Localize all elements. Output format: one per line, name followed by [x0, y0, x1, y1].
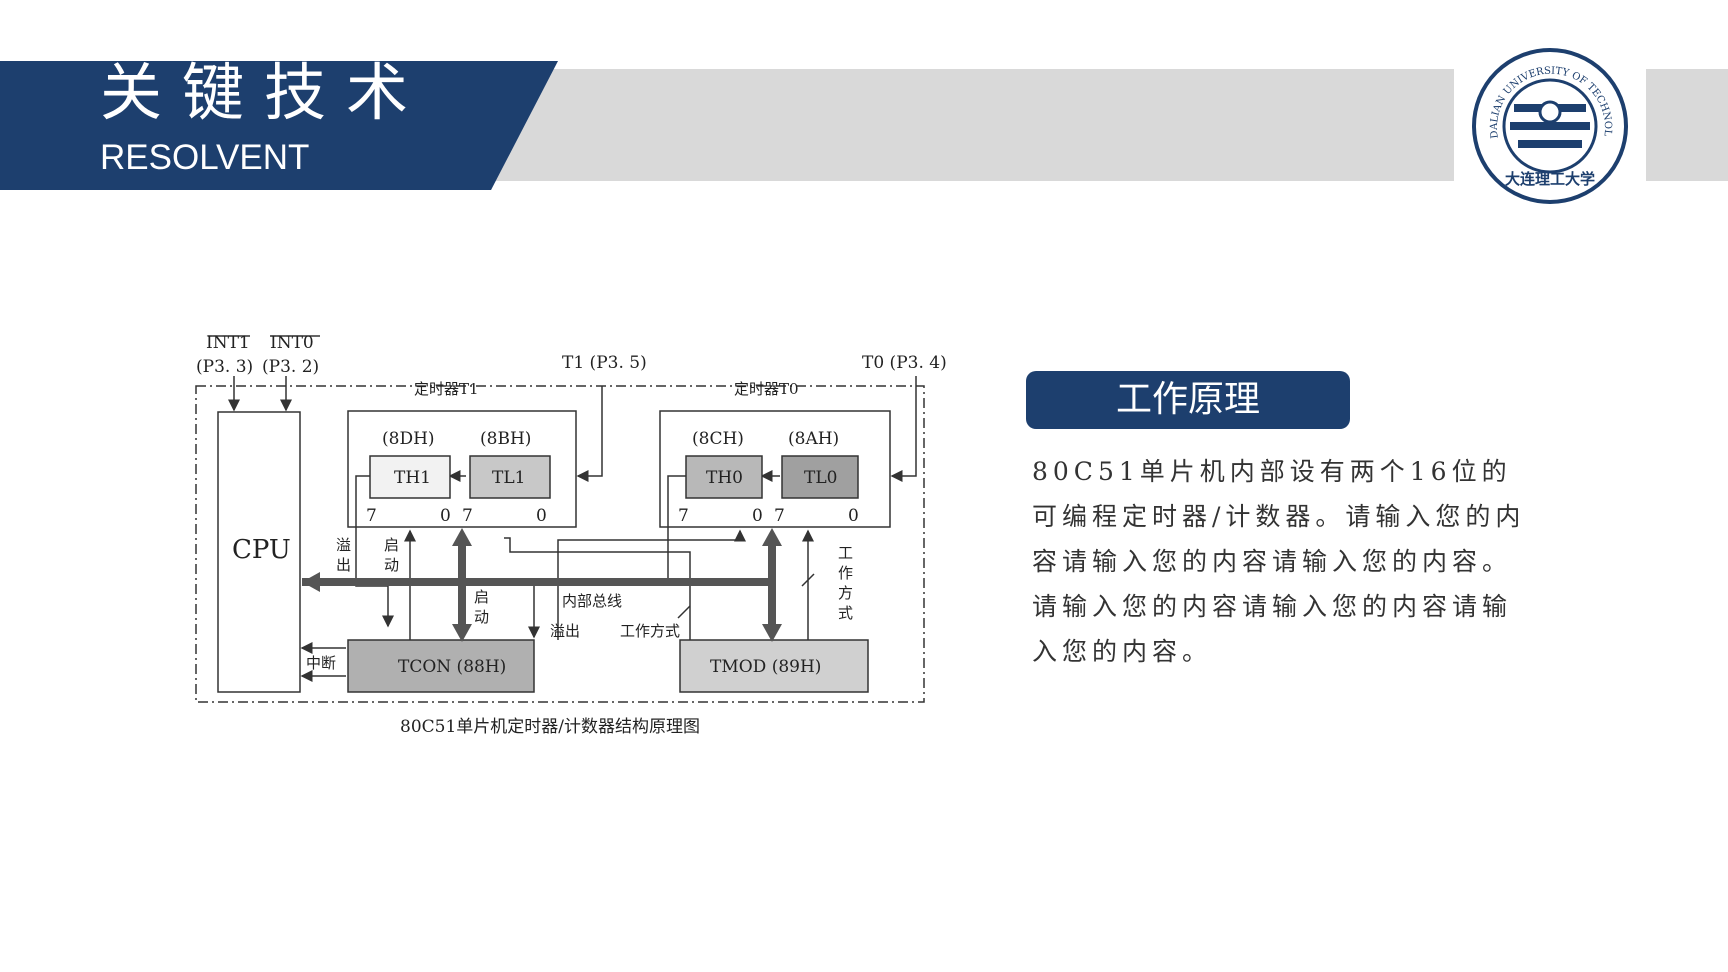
tl1-bit0: 0	[536, 506, 547, 526]
header-blue-banner	[0, 61, 558, 190]
header-gray-band-right	[1646, 69, 1728, 181]
overflow-char-2: 出	[336, 556, 351, 574]
th0-register	[685, 455, 763, 499]
t1-arrow	[576, 386, 603, 482]
mode-char-2: 作	[838, 564, 853, 582]
timer0-label: 定时器T0	[734, 380, 799, 398]
interrupt-label: 中断	[306, 654, 336, 672]
tl1-bit7: 7	[462, 506, 473, 526]
overflow-label: 溢出	[550, 622, 580, 640]
overflow0-line	[528, 475, 686, 639]
tl0-register	[781, 455, 859, 499]
page-subtitle: RESOLVENT	[100, 138, 310, 177]
tcon-mode-tick	[677, 605, 691, 619]
tl1-register	[469, 455, 551, 499]
bus-up-arrow-1	[452, 528, 472, 546]
logo-inner-ring	[1502, 78, 1598, 174]
header-gray-band	[480, 69, 1454, 181]
th0-bit7: 7	[678, 506, 689, 526]
timer1-label: 定时器T1	[414, 380, 479, 398]
bus-arrowhead	[302, 572, 320, 592]
t0-pin-label: T0 (P3. 4)	[862, 353, 947, 373]
tl0-bit0: 0	[848, 506, 859, 526]
int0-pin: (P3. 2)	[262, 357, 319, 377]
tl1-address: (8BH)	[480, 429, 531, 449]
cpu-box	[217, 411, 301, 693]
logo-bar-low	[1518, 140, 1582, 148]
bus-down-arrow-1	[452, 624, 472, 642]
mode-char-3: 方	[838, 584, 853, 602]
overflow-char-1: 溢	[336, 536, 351, 554]
logo-cn-name: 大连理工大学	[1505, 170, 1595, 188]
th1-address: (8DH)	[382, 429, 435, 449]
timer0-box	[659, 410, 891, 528]
diagram-caption: 80C51单片机定时器/计数器结构原理图	[400, 717, 700, 737]
th0-bit0: 0	[752, 506, 763, 526]
mode-char-4: 式	[838, 604, 853, 622]
bus-up-arrow-0	[762, 528, 782, 546]
work-mode-label: 工作方式	[620, 622, 680, 640]
logo-emblem-icon	[1538, 100, 1562, 124]
th1-bit7: 7	[366, 506, 377, 526]
start-char-2: 动	[384, 556, 399, 574]
th0-address: (8CH)	[692, 429, 744, 449]
th1-text: TH1	[394, 468, 431, 488]
int1-pin: (P3. 3)	[196, 357, 253, 377]
tcon-label: TCON (88H)	[398, 657, 506, 677]
t1-pin-label: T1 (P3. 5)	[562, 353, 647, 373]
logo-bar-mid	[1510, 122, 1590, 130]
th1-bit0: 0	[440, 506, 451, 526]
tcon-register	[347, 639, 535, 693]
page-title: 关键技术	[100, 56, 429, 129]
tmod-register	[679, 639, 869, 693]
tl0-bit7: 7	[774, 506, 785, 526]
work-mode-tick	[801, 573, 815, 587]
mode-char-1: 工	[838, 544, 853, 562]
start-mode-line	[557, 529, 746, 640]
section-body-text: 80C51单片机内部设有两个16位的可编程定时器/计数器。请输入您的内容请输入您…	[1032, 457, 1526, 666]
int1-label: INT1	[206, 333, 250, 353]
tmod-label: TMOD (89H)	[710, 657, 821, 677]
start-char-4: 动	[474, 608, 489, 626]
start-char-1: 启	[384, 536, 399, 554]
cpu-label: CPU	[232, 535, 291, 565]
tl1-text: TL1	[492, 468, 525, 488]
university-logo: DALIAN UNIVERSITY OF TECHNOLOGY 1949 大连理…	[1470, 46, 1628, 204]
tl0-text: TL0	[804, 468, 837, 488]
th1-register	[369, 455, 451, 499]
internal-bus-label: 内部总线	[562, 592, 622, 610]
timer-structure-diagram: INT1 INT0 (P3. 3) (P3. 2) T1 (P3. 5) T0 …	[195, 333, 947, 737]
timer1-box	[347, 410, 577, 528]
t0-arrow	[890, 376, 917, 482]
outer-dashed-frame	[195, 385, 925, 703]
start-char-3: 启	[474, 588, 489, 606]
logo-year: 1949	[1539, 131, 1562, 141]
int0-label: INT0	[270, 333, 314, 353]
th0-text: TH0	[706, 468, 743, 488]
section-pill-label: 工作原理	[1026, 371, 1350, 429]
bus-down-arrow-0	[762, 624, 782, 642]
tl0-address: (8AH)	[788, 429, 839, 449]
